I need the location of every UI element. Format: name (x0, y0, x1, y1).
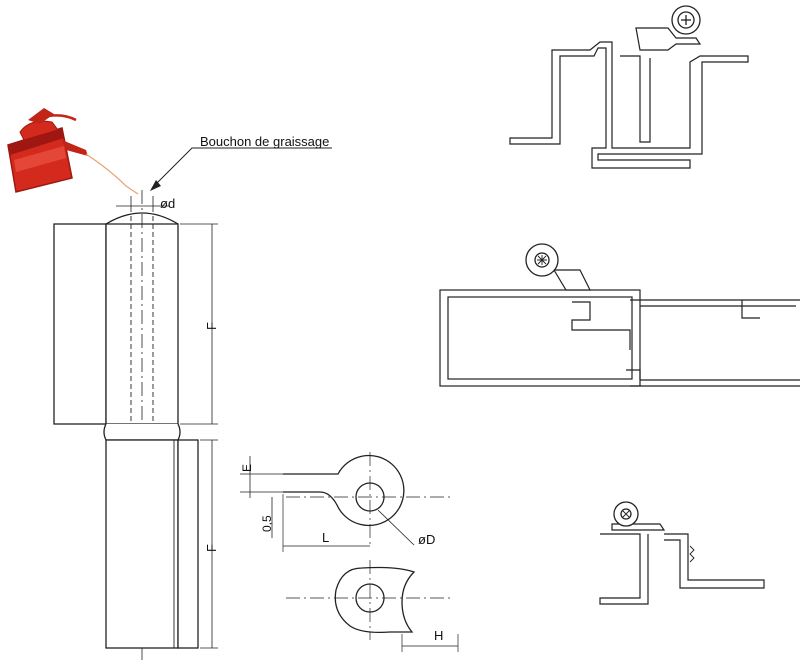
pin-diameter-label: ød (160, 196, 176, 211)
frame-profile-middle (439, 269, 800, 387)
eye-diameter-label: øD (418, 532, 436, 547)
grease-plug-callout (150, 147, 332, 191)
frame-profile-bottom (599, 523, 765, 605)
hinge-elevation (53, 190, 218, 662)
leaf-detail-top (240, 452, 450, 552)
grease-plug-label: Bouchon de graissage (200, 134, 330, 149)
leaf-detail-bottom (286, 560, 459, 652)
screw-head-icon (613, 501, 639, 527)
screw-head-icon (671, 5, 701, 35)
height-label: H (434, 628, 444, 643)
leaf-length-label: L (322, 530, 330, 545)
offset-label: 0,5 (260, 515, 274, 532)
frame-profile-top (509, 27, 749, 169)
thickness-label: E (240, 463, 254, 472)
upper-length-label: F (204, 322, 219, 330)
screw-head-icon (525, 243, 559, 277)
oil-can-icon (7, 108, 139, 195)
lower-length-label: F (204, 544, 219, 552)
